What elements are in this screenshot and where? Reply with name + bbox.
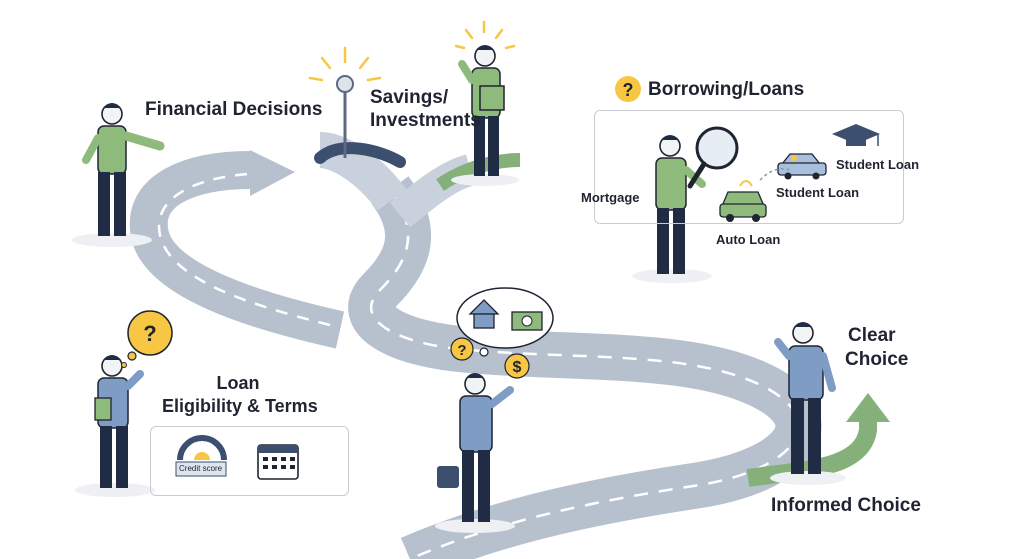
label-auto-loan: Auto Loan — [716, 232, 781, 247]
svg-text:?: ? — [457, 342, 466, 359]
label-student-loan-2: Student Loan — [776, 185, 860, 200]
svg-text:$: $ — [513, 359, 522, 376]
label-clear-line2: Choice — [845, 349, 909, 370]
gauge-icon — [175, 435, 227, 477]
car-icon — [777, 153, 827, 180]
label-loan-line2: Eligibility & Terms — [162, 396, 318, 416]
question-icon: ? — [615, 76, 641, 102]
road-arrow-top — [129, 150, 345, 349]
person-loan — [94, 355, 144, 488]
notebook-icon — [479, 85, 505, 111]
money-icon — [511, 311, 543, 331]
calendar-icon — [257, 444, 299, 480]
loan-panel — [150, 426, 349, 496]
briefcase-icon — [437, 466, 459, 488]
label-credit-score: Credit score — [179, 464, 223, 473]
question-icon: ? — [121, 310, 173, 368]
label-savings-line1: Savings/ — [370, 87, 449, 108]
label-student-loan-1: Student Loan — [836, 157, 920, 172]
signpost-icon — [308, 46, 382, 158]
person-financial-decisions — [82, 103, 165, 236]
fork-sign-stripe — [314, 142, 406, 168]
up-arrow-icon — [746, 393, 890, 487]
svg-text:?: ? — [143, 321, 156, 346]
car-icon — [719, 180, 767, 222]
dollar-coin-icon: $ — [504, 353, 530, 379]
label-informed-choice: Informed Choice — [771, 495, 921, 516]
label-clear-line1: Clear — [848, 325, 896, 346]
ground-shadows — [72, 174, 846, 533]
house-icon — [468, 299, 500, 329]
borrowing-panel — [594, 110, 904, 224]
label-mortgage: Mortgage — [581, 190, 640, 205]
person-savings — [454, 20, 516, 176]
question-icon: ? — [450, 337, 474, 361]
person-borrowing — [655, 126, 739, 274]
label-financial-decisions: Financial Decisions — [145, 99, 323, 120]
dotted-path — [759, 168, 791, 181]
magnifier-icon — [687, 126, 739, 189]
thought-bubble: ? $ — [450, 287, 554, 379]
person-clear-choice — [774, 322, 836, 474]
graduation-cap-icon — [832, 124, 880, 146]
person-center — [437, 373, 514, 522]
label-loan-line1: Loan — [216, 373, 260, 393]
label-borrowing-loans: Borrowing/Loans — [648, 79, 805, 100]
label-savings-line2: Investments — [370, 110, 481, 131]
svg-text:?: ? — [623, 80, 634, 100]
